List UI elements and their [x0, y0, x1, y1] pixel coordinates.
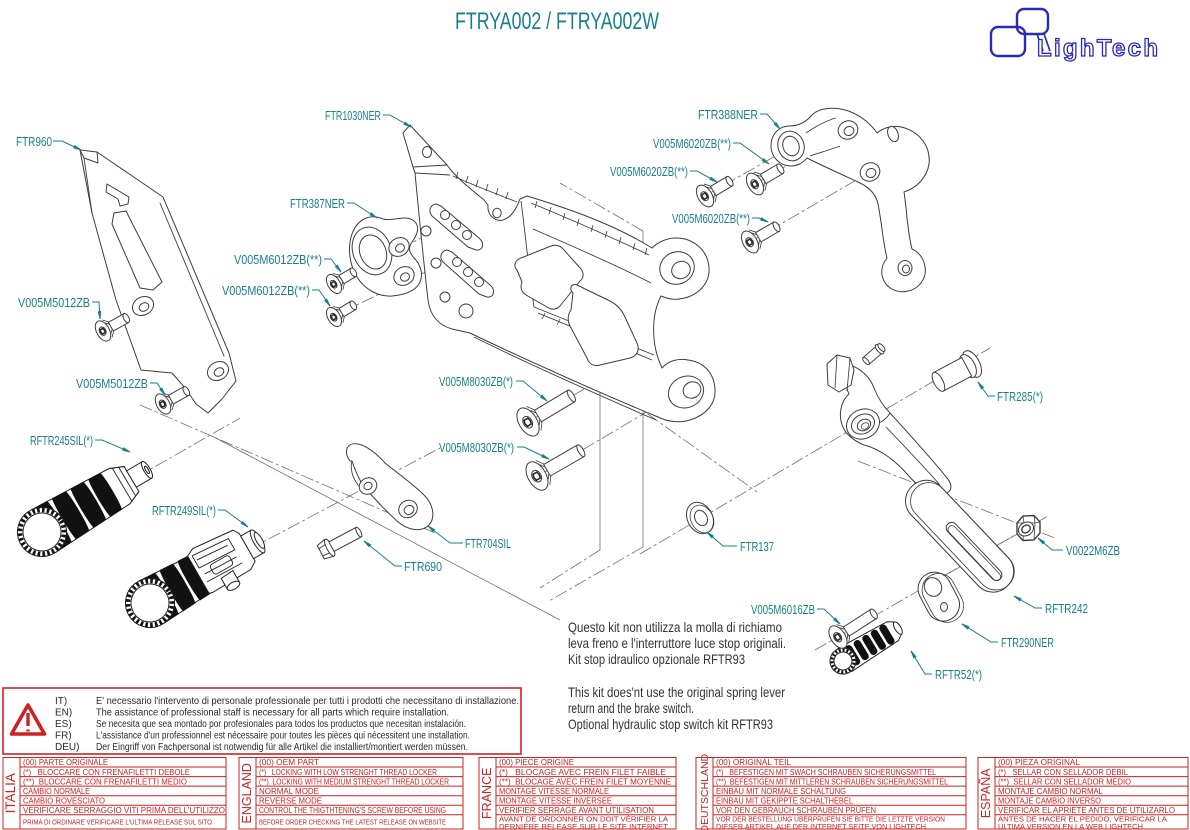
svg-text:EINBAU MIT GEKIPPTE SCHALTHEBE: EINBAU MIT GEKIPPTE SCHALTHEBEL: [716, 796, 854, 805]
svg-text:CAMBIO NORMALE: CAMBIO NORMALE: [23, 787, 90, 796]
svg-text:Der Eingriff von Fachpersonal: Der Eingriff von Fachpersonal ist notwen…: [96, 742, 468, 753]
svg-text:FTR1030NER: FTR1030NER: [325, 109, 381, 123]
svg-text:ENGLAND: ENGLAND: [240, 763, 254, 823]
svg-text:DEUTSCHLAND: DEUTSCHLAND: [699, 753, 711, 830]
svg-text:(**) BEFESTIGEN MIT MITTLEREN: (**) BEFESTIGEN MIT MITTLEREN SCHRAUBEN …: [716, 777, 949, 786]
svg-text:V005M8030ZB(*): V005M8030ZB(*): [439, 375, 513, 389]
svg-text:Questo kit non utilizza la mol: Questo kit non utilizza la molla di rich…: [568, 619, 782, 635]
svg-text:IT): IT): [55, 696, 67, 707]
svg-text:(**) BLOCAGE AVEC FREIN FILET: (**) BLOCAGE AVEC FREIN FILET MOYENNE: [499, 777, 671, 786]
svg-text:FTR285(*): FTR285(*): [997, 390, 1043, 404]
svg-text:FTR290NER: FTR290NER: [1001, 636, 1054, 650]
svg-text:(00) PIEZA ORIGINAL: (00) PIEZA ORIGINAL: [998, 758, 1081, 767]
svg-text:FTR690: FTR690: [404, 560, 442, 574]
svg-text:V005M5012ZB: V005M5012ZB: [18, 296, 90, 310]
svg-text:The assistance of professional: The assistance of professional staff is …: [96, 708, 449, 719]
svg-text:V005M5012ZB: V005M5012ZB: [76, 377, 148, 391]
svg-text:E' necessario l'intervento di: E' necessario l'intervento di personale …: [96, 696, 519, 707]
svg-text:MONTAJE CAMBIO INVERSO: MONTAJE CAMBIO INVERSO: [998, 796, 1101, 805]
svg-text:V005M6020ZB(**): V005M6020ZB(**): [672, 212, 750, 226]
svg-text:(*) BEFESTIGEN MIT SWACH SCH: (*) BEFESTIGEN MIT SWACH SCHRAUBEN SICHE…: [716, 768, 937, 777]
svg-text:EINBAU MIT NORMALE SCHALTUNG: EINBAU MIT NORMALE SCHALTUNG: [716, 787, 846, 796]
svg-text:EN): EN): [55, 708, 72, 719]
svg-text:(*) BLOCAGE AVEC FREIN FILET: (*) BLOCAGE AVEC FREIN FILET FAIBLE: [499, 768, 666, 777]
svg-text:DIESER ARTIKEL AUF DER INTERNE: DIESER ARTIKEL AUF DER INTERNET SEITE VO…: [716, 822, 926, 830]
svg-text:DEU): DEU): [55, 742, 79, 753]
svg-text:(00) OEM PART: (00) OEM PART: [259, 758, 319, 767]
svg-text:(00) PIECE ORIGINE: (00) PIECE ORIGINE: [499, 758, 574, 767]
svg-text:PRIMA DI ORDINARE VERIFICARE L: PRIMA DI ORDINARE VERIFICARE L'ULTIMA RE…: [23, 818, 212, 827]
svg-text:V005M6016ZB: V005M6016ZB: [751, 603, 815, 617]
svg-text:This kit does'nt use the origi: This kit does'nt use the original spring…: [568, 684, 785, 700]
svg-text:FTR960: FTR960: [16, 135, 52, 149]
svg-text:CAMBIO ROVESCIATO: CAMBIO ROVESCIATO: [23, 796, 105, 805]
svg-text:V005M6012ZB(**): V005M6012ZB(**): [234, 253, 322, 267]
svg-text:(*) BLOCCARE CON FRENAFILETT: (*) BLOCCARE CON FRENAFILETTI DEBOLE: [23, 768, 190, 777]
svg-text:return and the brake switch.: return and the brake switch.: [568, 700, 694, 716]
svg-text:MONTAGE VITESSE INVERSEE: MONTAGE VITESSE INVERSEE: [499, 796, 612, 805]
svg-text:V0022M6ZB: V0022M6ZB: [1066, 544, 1120, 558]
svg-text:V005M6012ZB(**): V005M6012ZB(**): [222, 284, 310, 298]
svg-text:ULTIMA VERSION EN LA WEB LIGHT: ULTIMA VERSION EN LA WEB LIGHTECH: [998, 822, 1143, 830]
svg-text:VERIFICARE SERRAGGIO VITI PRIM: VERIFICARE SERRAGGIO VITI PRIMA DELL'UTI…: [23, 806, 225, 815]
svg-text:VERIFICAR EL APRIETE ANTES DE: VERIFICAR EL APRIETE ANTES DE UTILIZARLO: [998, 806, 1175, 815]
svg-text:LighTech: LighTech: [1037, 35, 1160, 62]
svg-text:V005M6020ZB(**): V005M6020ZB(**): [653, 137, 731, 151]
svg-text:(*) LOCKING WITH LOW STRENGH: (*) LOCKING WITH LOW STRENGHT THREAD LOC…: [259, 768, 437, 777]
svg-text:L'assistance d'un professionne: L'assistance d'un professionnel est néce…: [96, 731, 470, 742]
svg-text:NORMAL MODE: NORMAL MODE: [259, 787, 319, 796]
svg-text:ITALIA: ITALIA: [3, 773, 18, 813]
svg-text:RFTR249SIL(*): RFTR249SIL(*): [152, 504, 216, 518]
svg-text:Kit stop idraulico opzionale R: Kit stop idraulico opzionale RFTR93: [568, 651, 745, 667]
svg-text:(00) ORIGINAL TEIL: (00) ORIGINAL TEIL: [716, 758, 792, 767]
svg-text:FTR137: FTR137: [740, 540, 774, 554]
svg-text:REVERSE MODE: REVERSE MODE: [259, 796, 322, 805]
svg-text:VERIFIER SERRAGE AVANT UTILISA: VERIFIER SERRAGE AVANT UTILISATION: [499, 806, 654, 815]
svg-text:(**) SELLAR CON SELLADOR MEDI: (**) SELLAR CON SELLADOR MEDIO: [998, 777, 1131, 786]
svg-text:V005M6020ZB(**): V005M6020ZB(**): [610, 165, 688, 179]
svg-text:(**) LOCKING WITH MEDIUM STRE: (**) LOCKING WITH MEDIUM STRENGHT THREAD…: [259, 777, 449, 786]
svg-text:V005M8030ZB(*): V005M8030ZB(*): [439, 441, 514, 455]
svg-text:Optional hydraulic stop switch: Optional hydraulic stop switch kit RFTR9…: [568, 716, 773, 732]
svg-text:(**) BLOCCARE CON FRENAFILETT: (**) BLOCCARE CON FRENAFILETTI MEDIO: [23, 777, 187, 786]
svg-text:FTR387NER: FTR387NER: [290, 197, 345, 211]
svg-text:AVANT DE ORDONNER ON DOIT VÉRI: AVANT DE ORDONNER ON DOIT VÉRIFIER LA: [499, 815, 669, 824]
svg-text:FRANCE: FRANCE: [480, 768, 494, 819]
svg-text:ESPAÑA: ESPAÑA: [979, 768, 993, 818]
svg-text:DERNIÈRE RELEASE SUR LE SITE I: DERNIÈRE RELEASE SUR LE SITE INTERNET: [499, 822, 668, 830]
svg-text:RFTR242: RFTR242: [1045, 602, 1088, 616]
svg-text:FTR388NER: FTR388NER: [698, 108, 758, 122]
svg-text:FTR704SIL: FTR704SIL: [465, 537, 511, 551]
svg-text:FR): FR): [55, 731, 72, 742]
svg-text:(*) SELLAR CON SELLADOR DEBI: (*) SELLAR CON SELLADOR DEBIL: [998, 768, 1129, 777]
svg-text:VOR DEN GEBRAUCH SCHRAUBEN PRÜ: VOR DEN GEBRAUCH SCHRAUBEN PRÜFEN: [716, 806, 876, 815]
svg-text:FTRYA002 / FTRYA002W: FTRYA002 / FTRYA002W: [455, 8, 659, 35]
svg-text:BEFORE ORDER CHECKING THE LATE: BEFORE ORDER CHECKING THE LATEST RELEASE…: [259, 818, 446, 827]
svg-text:ES): ES): [55, 719, 72, 730]
svg-text:(00) PARTE ORIGINALE: (00) PARTE ORIGINALE: [23, 758, 108, 767]
svg-text:MONTAJE CAMBIO NORMAL: MONTAJE CAMBIO NORMAL: [998, 787, 1104, 796]
svg-text:CONTROL THE THIGTHTENING'S SCR: CONTROL THE THIGTHTENING'S SCREW BEFORE …: [259, 806, 446, 815]
svg-text:RFTR245SIL(*): RFTR245SIL(*): [30, 434, 93, 448]
svg-text:RFTR52(*): RFTR52(*): [935, 668, 982, 682]
svg-text:VOR DER BESTELLUNG ÜBERPRÜFEN: VOR DER BESTELLUNG ÜBERPRÜFEN SIE BITTE …: [716, 815, 945, 824]
svg-text:Se necesita que sea montado po: Se necesita que sea montado por profesio…: [96, 719, 466, 730]
svg-text:leva freno e l'interruttore lu: leva freno e l'interruttore luce stop or…: [568, 635, 786, 651]
svg-text:ANTES DE HACER EL PEDIDO, VERI: ANTES DE HACER EL PEDIDO, VERIFICAR LA: [998, 815, 1168, 824]
svg-text:MONTAGE VITESSE NORMALE: MONTAGE VITESSE NORMALE: [499, 787, 609, 796]
